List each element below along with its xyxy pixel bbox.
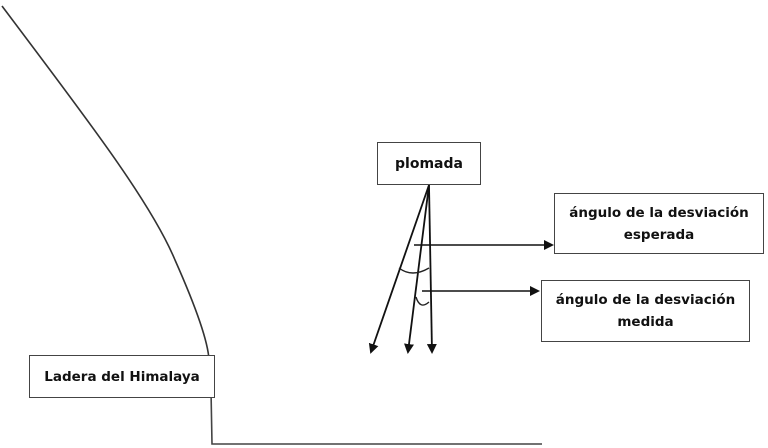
measured-angle-label-line2: medida xyxy=(617,314,674,330)
slope-label-box: Ladera del Himalaya xyxy=(29,355,215,398)
expected-angle-label-line1: ángulo de la desviación xyxy=(569,204,749,221)
expected-angle-label-line2: esperada xyxy=(623,226,695,243)
plumb-line-vertical xyxy=(426,184,437,354)
expected-angle-arc xyxy=(398,267,430,274)
plumb-label: plomada xyxy=(395,155,463,172)
expected-angle-box: ángulo de la desviación esperada xyxy=(554,193,764,254)
slope-label: Ladera del Himalaya xyxy=(44,368,200,385)
plumb-label-box: plomada xyxy=(377,142,481,185)
himalaya-slope-line xyxy=(1,5,210,361)
measured-angle-arc xyxy=(415,296,430,306)
measured-angle-label-line1: ángulo de la desviación xyxy=(555,292,736,308)
measured-angle-box: ángulo de la desviación medida xyxy=(541,280,750,342)
slope-base-line xyxy=(210,389,542,445)
plumb-line-measured xyxy=(404,184,430,354)
